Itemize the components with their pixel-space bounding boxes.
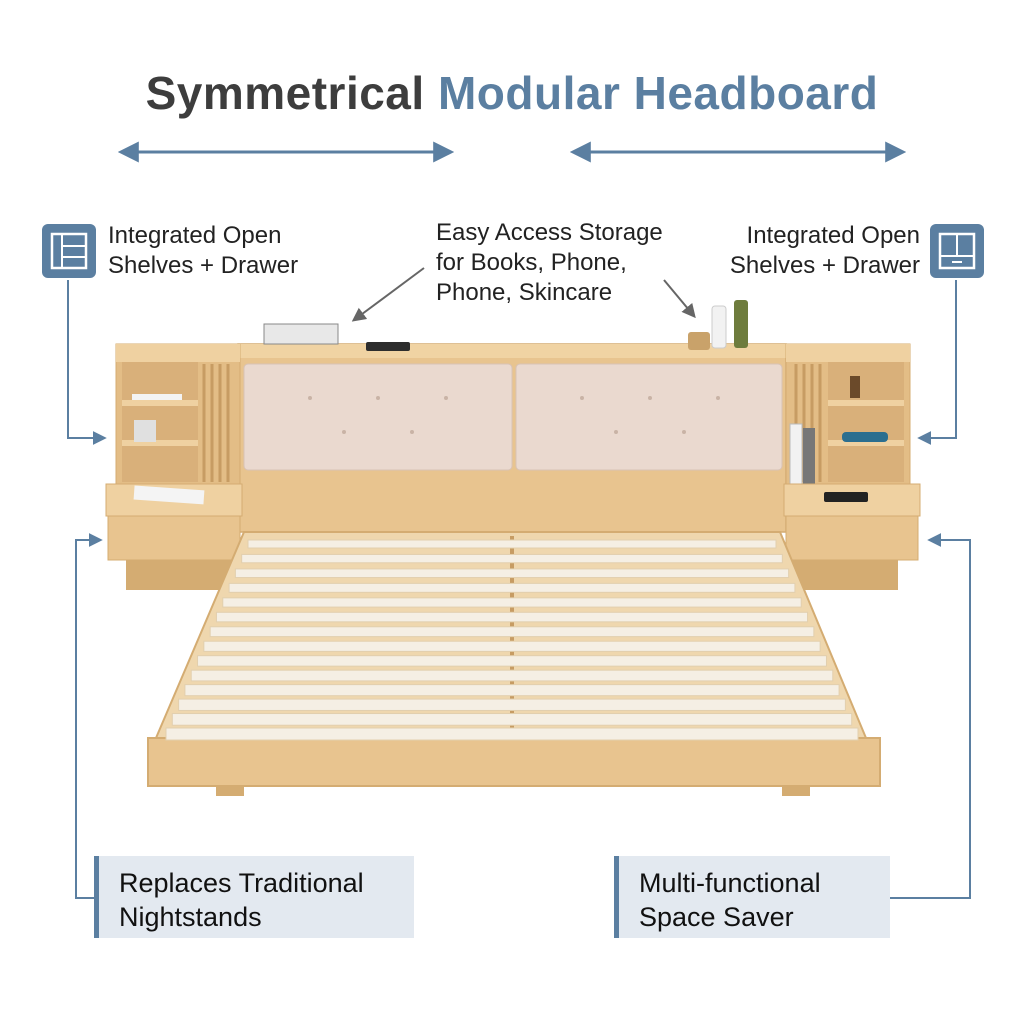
headboard-cushion-left	[243, 363, 513, 471]
label-right-top-line2: Shelves + Drawer	[729, 252, 920, 279]
bed-slat	[228, 582, 796, 593]
skincare-on-headboard	[688, 332, 710, 350]
label-center-top-line3: Phone, Skincare	[436, 279, 613, 306]
label-left-top: Integrated Open Shelves + Drawer	[108, 221, 298, 281]
right-shelf-unit	[785, 343, 911, 493]
callout-left-bottom: Replaces Traditional Nightstands	[94, 856, 414, 938]
pointer-books	[351, 267, 425, 322]
connector-right-top	[917, 280, 957, 445]
bed-slat	[241, 553, 783, 564]
callout-left-bottom-line1: Replaces Traditional	[119, 868, 364, 898]
headboard-cushion-right	[515, 363, 783, 471]
bed-slat	[184, 684, 840, 697]
bed-slat	[171, 713, 853, 726]
label-center-top: Easy Access Storage for Books, Phone, Ph…	[436, 218, 663, 308]
label-right-top-line1: Integrated Open	[746, 222, 920, 249]
bed-slat	[234, 568, 790, 579]
bed-slat	[247, 539, 777, 549]
connector-left-top	[67, 280, 107, 445]
shelf-drawer-icon	[930, 224, 984, 278]
title-part-1: Symmetrical	[145, 67, 425, 119]
label-right-top: Integrated Open Shelves + Drawer	[708, 221, 920, 281]
label-left-top-line1: Integrated Open	[108, 222, 282, 249]
shelf-drawer-icon	[42, 224, 96, 278]
left-nightstand	[105, 483, 243, 590]
bed-slat	[178, 698, 846, 711]
bed-slat	[222, 597, 802, 608]
right-nightstand	[783, 483, 921, 590]
callout-right-bottom-line2: Space Saver	[639, 902, 794, 932]
page-title: Symmetrical Modular Headboard	[0, 66, 1024, 120]
label-left-top-line2: Shelves + Drawer	[108, 252, 299, 279]
books-on-headboard	[263, 323, 339, 345]
callout-left-bottom-line2: Nightstands	[119, 902, 262, 932]
left-shelf-unit	[115, 343, 241, 485]
connector-left-bottom	[75, 533, 103, 899]
bed-slat	[209, 626, 815, 638]
title-part-2: Modular Headboard	[437, 67, 879, 119]
connector-right-bottom	[890, 533, 971, 899]
bed-slat	[215, 611, 809, 623]
bed-slat	[203, 640, 821, 652]
callout-right-bottom: Multi-functional Space Saver	[614, 856, 890, 938]
label-center-top-line1: Easy Access Storage	[436, 219, 663, 246]
bed-slat	[165, 727, 859, 741]
bed-slat	[197, 655, 827, 667]
bed-slat	[190, 669, 834, 682]
bed-slats	[165, 539, 859, 741]
callout-right-bottom-line1: Multi-functional	[639, 868, 821, 898]
phone-on-headboard	[366, 342, 410, 351]
label-center-top-line2: for Books, Phone,	[436, 249, 627, 276]
pointer-skincare	[663, 279, 696, 319]
